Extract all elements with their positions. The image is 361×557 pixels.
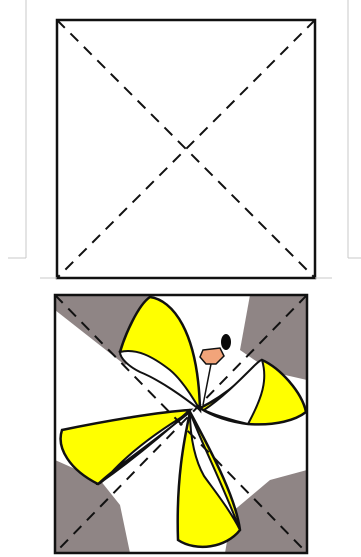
- step-2-pinwheel: [55, 295, 307, 553]
- step-1-square-with-diagonals: [40, 20, 332, 278]
- pin-head: [221, 334, 231, 350]
